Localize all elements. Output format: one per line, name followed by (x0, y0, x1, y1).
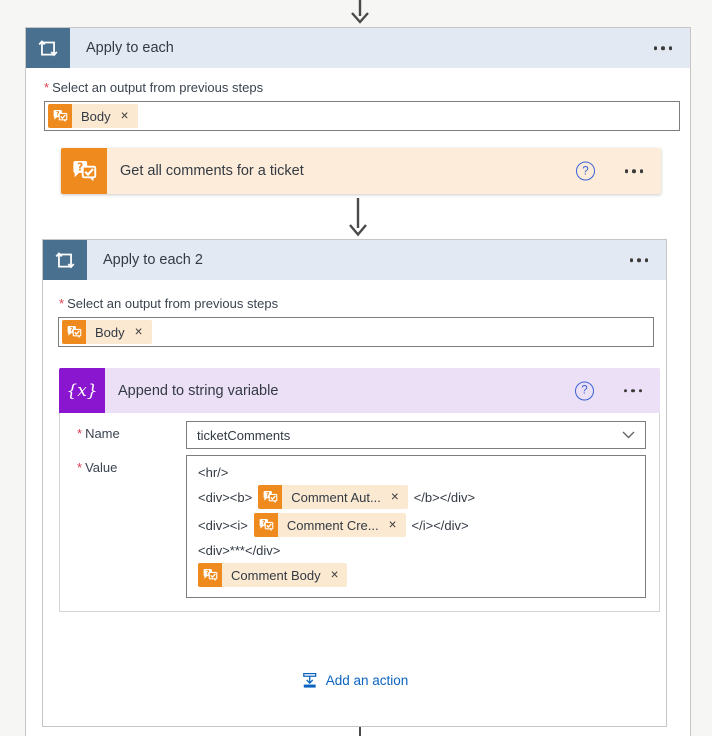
connector-arrow-down-icon (351, 0, 369, 24)
body-token-chip[interactable]: ? Body × (62, 320, 152, 344)
help-icon[interactable]: ? (575, 381, 594, 400)
add-action-label: Add an action (325, 673, 409, 688)
help-glyph: ? (582, 165, 589, 177)
append-card-header[interactable]: {x} Append to string variable ? (59, 368, 660, 413)
field-label-text: Name (85, 426, 120, 441)
dropdown-value: ticketComments (197, 427, 291, 443)
remove-token-icon[interactable]: × (388, 517, 397, 533)
remove-token-icon[interactable]: × (330, 567, 339, 583)
more-options-icon[interactable] (624, 169, 643, 173)
variable-name-dropdown[interactable]: ticketComments (186, 421, 646, 449)
chevron-down-icon (622, 431, 635, 439)
required-asterisk: * (44, 80, 50, 95)
action-card-title: Append to string variable (118, 382, 279, 399)
remove-token-icon[interactable]: × (390, 489, 399, 505)
scope-title: Apply to each 2 (103, 252, 203, 268)
svg-text:?: ? (70, 326, 74, 334)
token-label: Comment Aut... (291, 489, 381, 505)
value-line: <hr/> (198, 463, 634, 481)
token-label: Comment Cre... (286, 517, 379, 533)
remove-token-icon[interactable]: × (120, 108, 129, 124)
ticket-connector-icon: ? (48, 104, 72, 128)
apply-to-each-scope: Apply to each *Select an output from pre… (25, 27, 691, 736)
value-field-label: *Value (77, 460, 117, 475)
value-line: <div><b> ? (198, 485, 634, 509)
apply-to-each-loop-icon (26, 28, 70, 68)
scope-title: Apply to each (86, 40, 174, 56)
required-asterisk: * (77, 426, 83, 441)
remove-token-icon[interactable]: × (134, 324, 143, 340)
more-options-icon[interactable] (623, 388, 642, 393)
ticket-connector-icon: ? (62, 320, 86, 344)
ticket-connector-icon: ? (258, 485, 283, 509)
comment-created-token-chip[interactable]: ? Comment Cre... × (253, 513, 406, 537)
action-card-title: Get all comments for a ticket (120, 163, 304, 179)
help-glyph: ? (581, 384, 588, 397)
code-text: </b></div> (413, 489, 476, 505)
apply-to-each-2-scope: Apply to each 2 *Select an output from p… (42, 239, 667, 727)
comment-body-token-chip[interactable]: ? Comment Body × (198, 563, 348, 587)
token-label: Body (95, 324, 125, 340)
body-token-chip[interactable]: ? Body × (48, 104, 138, 128)
name-field-label: *Name (77, 426, 120, 441)
code-text: <hr/> (198, 464, 229, 480)
append-card-body: *Name ticketComments *Value <hr/> (59, 413, 660, 612)
value-line: ? Comment Body × (198, 563, 634, 587)
required-asterisk: * (59, 296, 65, 311)
output-field-label: *Select an output from previous steps (44, 80, 263, 95)
code-text: <div><b> (198, 489, 253, 505)
code-text: <div>***</div> (198, 542, 281, 558)
variable-icon: {x} (59, 368, 105, 413)
more-options-icon[interactable] (653, 46, 672, 50)
code-text: <div><i> (198, 517, 248, 533)
output-token-input[interactable]: ? Body × (58, 317, 654, 347)
code-text: </i></div> (411, 517, 469, 533)
connector-arrow-down-icon (349, 198, 367, 237)
required-asterisk: * (77, 460, 83, 475)
add-action-icon (302, 672, 316, 688)
svg-text:?: ? (56, 110, 60, 118)
svg-text:?: ? (206, 569, 210, 577)
field-label-text: Value (85, 460, 118, 475)
output-token-input[interactable]: ? Body × (44, 101, 680, 131)
more-options-icon[interactable] (629, 258, 648, 262)
ticket-connector-icon: ? (198, 563, 222, 587)
add-an-action-button[interactable]: Add an action (301, 672, 409, 689)
svg-text:?: ? (77, 161, 83, 174)
comment-author-token-chip[interactable]: ? Comment Aut... × (258, 485, 408, 509)
apply-to-each-2-header[interactable]: Apply to each 2 (43, 240, 666, 280)
token-label: Comment Body (231, 567, 321, 583)
append-to-string-variable-card: {x} Append to string variable ? *Name ti… (59, 368, 660, 612)
value-line: <div><i> ? (198, 513, 634, 537)
token-label: Body (81, 108, 111, 124)
field-label-text: Select an output from previous steps (67, 296, 279, 311)
value-line: <div>***</div> (198, 541, 634, 559)
svg-text:?: ? (266, 491, 270, 499)
ticket-connector-icon: ? (253, 513, 278, 537)
value-editor[interactable]: <hr/> <div><b> ? (186, 455, 646, 598)
apply-to-each-loop-icon (43, 240, 87, 280)
field-label-text: Select an output from previous steps (52, 80, 264, 95)
help-icon[interactable]: ? (576, 161, 595, 181)
output-field-label: *Select an output from previous steps (59, 296, 278, 311)
apply-to-each-header[interactable]: Apply to each (26, 28, 690, 68)
svg-text:?: ? (262, 519, 266, 527)
connector-line (359, 727, 361, 736)
ticket-connector-icon: ? (61, 148, 107, 194)
get-all-comments-card[interactable]: ? Get all comments for a ticket ? (61, 148, 661, 194)
